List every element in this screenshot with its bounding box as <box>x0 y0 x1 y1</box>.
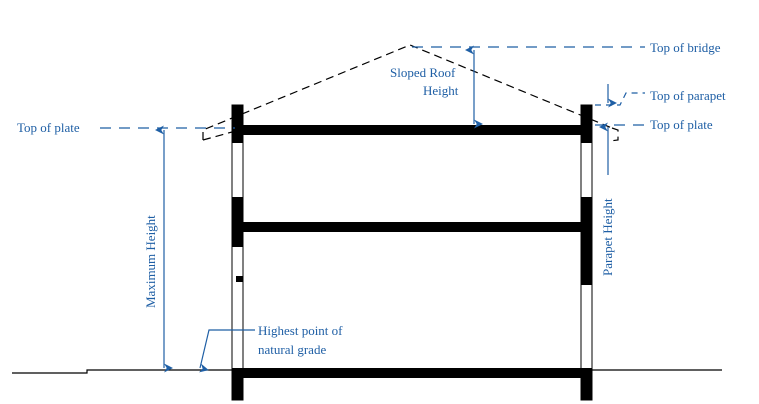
top-of-plate-left-label: Top of plate <box>17 120 80 135</box>
natural-grade-label-line2: natural grade <box>258 342 326 357</box>
natural-grade-leader <box>198 329 255 373</box>
top-of-bridge-label: Top of bridge <box>650 40 721 55</box>
reference-lines <box>100 46 645 129</box>
right-wall <box>580 104 593 401</box>
maximum-height-label: Maximum Height <box>143 215 158 308</box>
sloped-roof-height-label-line1: Sloped Roof <box>390 65 456 80</box>
sloped-roof-outline <box>202 44 619 142</box>
second-floor-slab <box>243 222 581 232</box>
left-wall <box>231 104 244 401</box>
roof-slab <box>243 125 581 135</box>
top-of-parapet-label: Top of parapet <box>650 88 726 103</box>
natural-grade-label-line1: Highest point of <box>258 323 343 338</box>
top-of-plate-right-label: Top of plate <box>650 117 713 132</box>
parapet-height-label: Parapet Height <box>600 198 615 276</box>
ground-floor-slab <box>243 368 581 378</box>
sloped-roof-height-label-line2: Height <box>423 83 459 98</box>
top-of-parapet-line <box>595 92 645 106</box>
